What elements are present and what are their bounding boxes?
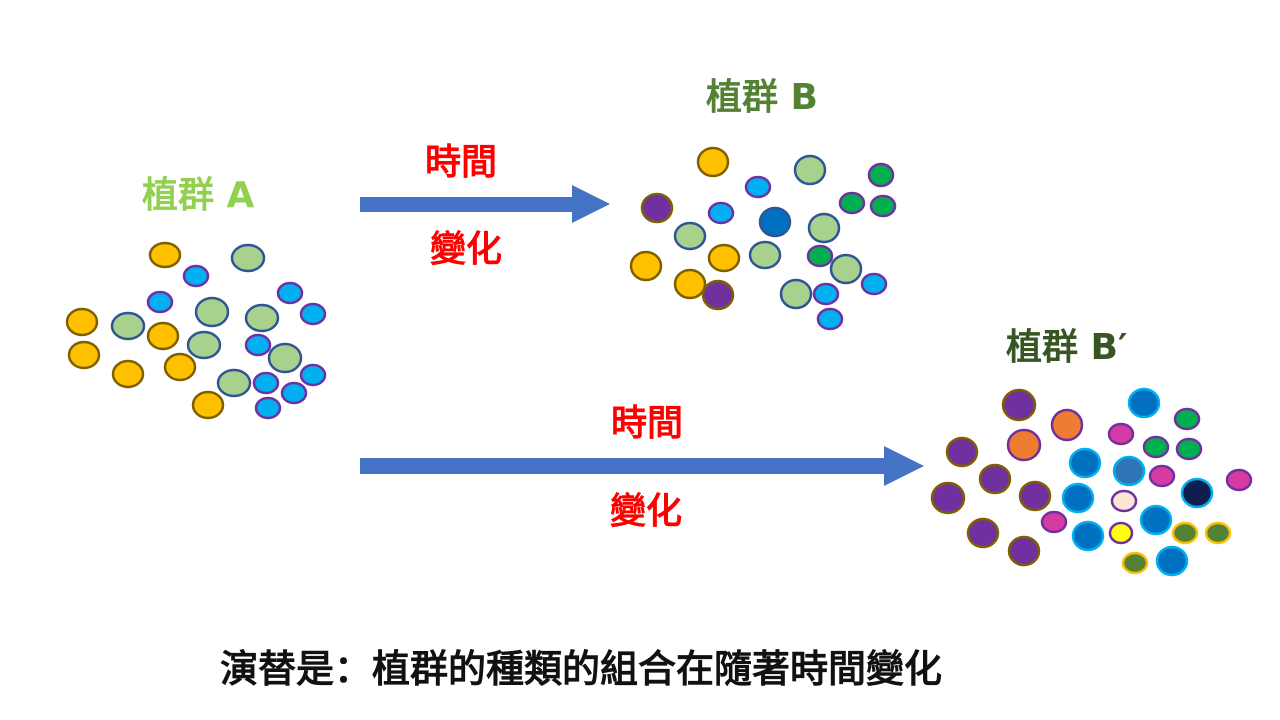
community-b-orange-circle (696, 146, 730, 178)
community-b-prime-green-circle (1142, 435, 1170, 459)
community-b-circles (629, 146, 897, 331)
community-b-prime-yellow-circle (1108, 521, 1134, 545)
community-b-orange-circle (707, 243, 741, 273)
community-a-orange-circle (148, 241, 182, 269)
community-b-prime-magenta-circle (1040, 510, 1068, 534)
caption: 演替是：植群的種類的組合在隨著時間變化 (220, 647, 943, 691)
community-b-prime-magenta-circle (1107, 422, 1135, 446)
community-b-prime-magenta-circle (1225, 468, 1253, 492)
community-b-prime-green-circle (1175, 437, 1203, 461)
arrow-2-time-label: 時間 (611, 403, 684, 444)
community-b-green-circle (869, 194, 897, 218)
community-a-cyan-circle (299, 302, 327, 326)
community-b-prime-ocean-circle (1061, 482, 1095, 514)
community-a-orange-circle (65, 307, 99, 337)
community-b-sage-circle (829, 253, 863, 285)
community-b-prime-purple-circle (978, 463, 1012, 495)
community-b-prime-magenta-circle (1148, 464, 1176, 488)
community-b-prime-ocean-circle (1071, 520, 1105, 552)
community-b-prime-green-circle (1173, 407, 1201, 431)
community-a-sage-circle (110, 311, 146, 341)
arrow-1 (360, 185, 610, 223)
community-a-orange-circle (191, 390, 225, 420)
community-b-orange-circle (629, 250, 663, 282)
community-b-prime-coral-circle (1006, 428, 1042, 462)
community-b-cyan-circle (816, 307, 844, 331)
community-a-orange-circle (146, 321, 180, 351)
community-b-prime-ocean-circle (1139, 504, 1173, 536)
community-b-sage-circle (673, 221, 707, 251)
community-b-purple-circle (640, 192, 674, 224)
community-b-prime-olive-circle (1204, 521, 1232, 545)
community-a-label: 植群 A (142, 175, 255, 216)
community-a-cyan-circle (146, 290, 174, 314)
community-b-prime-steel-circle (1112, 455, 1146, 487)
community-b-prime-ocean-circle (1127, 387, 1161, 419)
community-b-sage-circle (779, 278, 813, 310)
community-b-blue-circle (758, 206, 792, 238)
community-a-cyan-circle (244, 333, 272, 357)
arrow-2-head (884, 446, 924, 486)
community-b-prime-purple-circle (930, 481, 966, 515)
community-b-prime-navy-circle (1180, 477, 1214, 509)
arrow-2-shaft (360, 458, 887, 474)
community-a-orange-circle (163, 352, 197, 382)
community-a-sage-circle (267, 342, 303, 374)
arrow-1-head (572, 185, 610, 223)
community-b-prime-coral-circle (1050, 408, 1084, 442)
community-b-sage-circle (748, 240, 782, 270)
community-b-cyan-circle (707, 201, 735, 225)
community-b-orange-circle (673, 268, 707, 300)
community-b-prime-purple-circle (1018, 480, 1052, 512)
community-a-sage-circle (194, 296, 230, 328)
community-b-prime-blush-circle (1110, 489, 1138, 513)
community-b-green-circle (838, 191, 866, 215)
community-b-prime-circles (930, 387, 1253, 577)
community-b-prime-purple-circle (945, 436, 979, 468)
community-b-prime-olive-circle (1171, 521, 1199, 545)
community-b-sage-circle (807, 212, 841, 244)
arrow-2-change-label: 變化 (610, 491, 683, 532)
community-b-green-circle (806, 244, 834, 268)
community-b-green-circle (867, 162, 895, 188)
community-a-cyan-circle (254, 396, 282, 420)
community-a-sage-circle (244, 303, 280, 333)
community-a-cyan-circle (299, 363, 327, 387)
community-b-prime-label: 植群 B′ (1006, 327, 1128, 368)
community-a-circles (65, 241, 327, 420)
community-b-label: 植群 B (706, 77, 818, 118)
community-a-sage-circle (230, 243, 266, 273)
community-a-cyan-circle (252, 371, 280, 395)
community-b-prime-ocean-circle (1155, 545, 1189, 577)
community-a-orange-circle (67, 340, 101, 370)
arrow-2 (360, 446, 924, 486)
community-b-prime-ocean-circle (1068, 447, 1102, 479)
community-b-cyan-circle (812, 282, 840, 306)
community-b-prime-purple-circle (966, 517, 1000, 549)
community-b-cyan-circle (860, 272, 888, 296)
arrow-1-change-label: 變化 (430, 229, 503, 270)
community-b-prime-olive-circle (1121, 551, 1149, 575)
arrow-1-shaft (360, 197, 575, 212)
community-a-orange-circle (111, 359, 145, 389)
community-a-sage-circle (186, 330, 222, 360)
community-b-prime-purple-circle (1007, 535, 1041, 567)
community-b-prime-purple-circle (1001, 388, 1037, 422)
community-b-purple-circle (701, 279, 735, 311)
community-a-cyan-circle (182, 264, 210, 288)
community-b-sage-circle (793, 154, 827, 186)
community-b-cyan-circle (744, 175, 772, 199)
community-a-sage-circle (216, 368, 252, 398)
community-a-cyan-circle (280, 381, 308, 405)
community-a-cyan-circle (276, 281, 304, 305)
arrow-1-time-label: 時間 (425, 142, 498, 183)
